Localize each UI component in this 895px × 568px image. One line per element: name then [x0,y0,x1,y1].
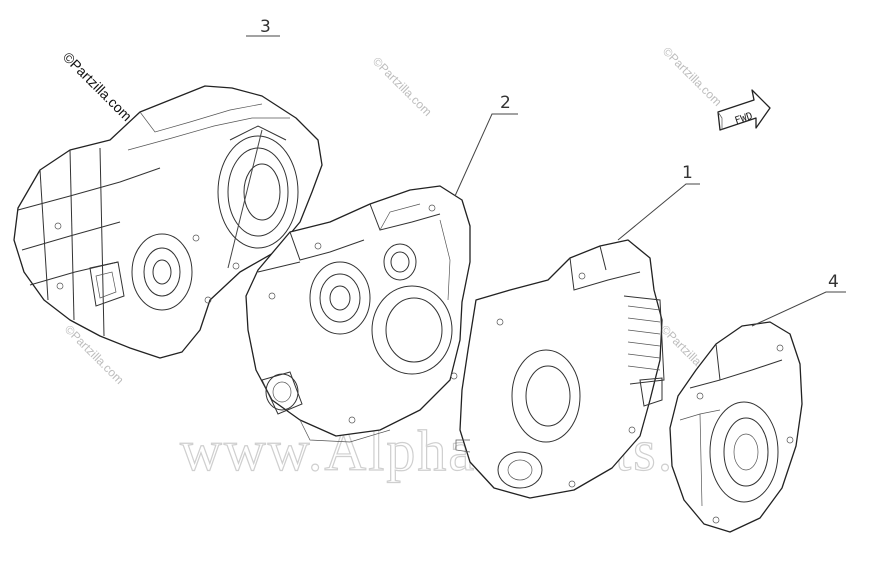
fwd-label: FWD [734,111,755,127]
callout-4: 4 [828,272,839,292]
watermark-small-1: ©Partzilla.com [370,54,435,119]
callout-2: 2 [500,93,511,113]
part-4-right-cover [669,291,846,533]
direction-arrow-icon: FWD [717,89,771,131]
callout-1: 1 [682,163,693,183]
watermark-small-2: ©Partzilla.com [660,44,725,109]
callout-3: 3 [260,17,271,37]
part-2-left-crankcase [245,113,518,443]
part-1-right-crankcase [455,183,700,499]
watermark-main: ©Partzilla.com [60,49,135,124]
part-3-left-cover [13,85,323,359]
